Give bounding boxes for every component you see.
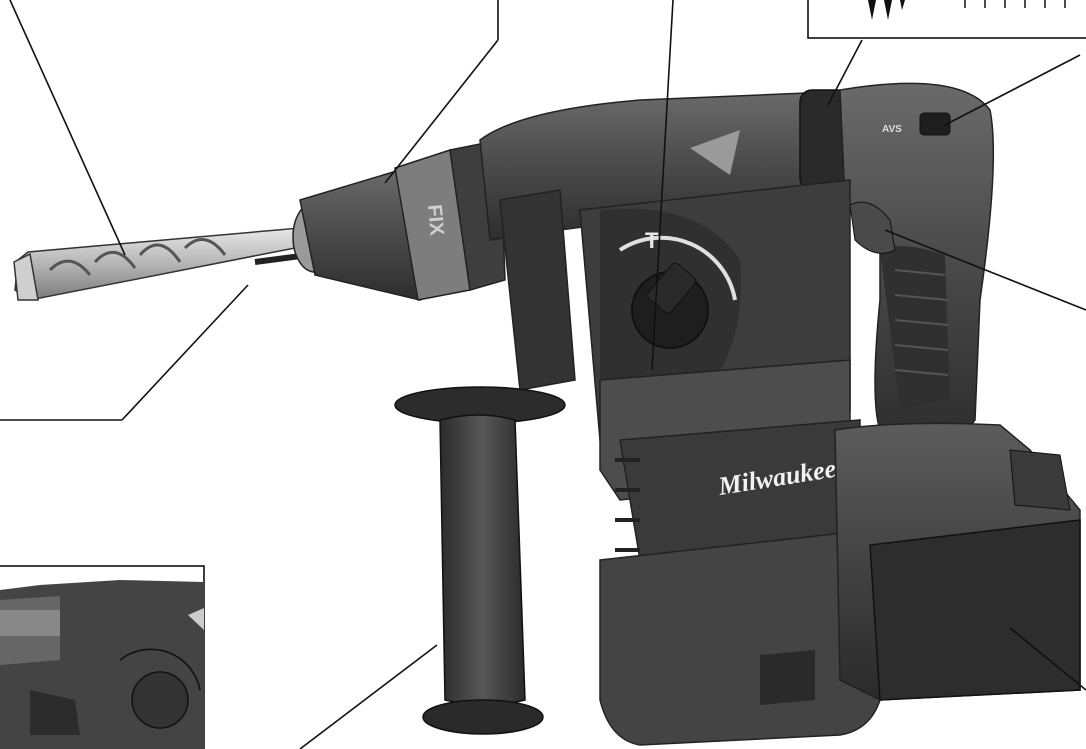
battery-body <box>869 519 1081 701</box>
leader-collar <box>827 39 863 106</box>
leader-mode-selector <box>651 0 674 371</box>
depth-stop-icon <box>868 0 905 20</box>
trigger <box>849 201 896 254</box>
chuck-lock-label: FIX <box>423 204 448 238</box>
leader-depth-rod <box>121 284 249 421</box>
inset-arrow-icon <box>188 608 204 630</box>
leader-drill-bit <box>9 0 126 256</box>
handle-grip <box>880 246 950 410</box>
main-body <box>479 89 866 241</box>
top-inset-box <box>807 0 1086 39</box>
mode-dial-arc <box>618 235 737 301</box>
scale-ticks <box>964 0 1066 8</box>
base <box>599 529 881 746</box>
avs-badge: AVS <box>882 124 902 135</box>
drill-bit <box>13 227 306 301</box>
battery-latch <box>1009 449 1071 511</box>
inset-detail-box <box>0 565 205 749</box>
fuel-gauge <box>760 650 815 705</box>
inset-collar <box>0 610 60 636</box>
leader-battery <box>1009 627 1086 691</box>
side-handle-end-cap <box>422 699 544 735</box>
mode-lock-button <box>919 112 951 136</box>
side-handle-clamp <box>499 189 576 391</box>
rear-handle: AVS <box>839 82 995 441</box>
leader-side-handle <box>299 644 438 749</box>
leader-trigger <box>884 229 1086 311</box>
inset-mode-knob <box>131 671 189 729</box>
chuck: FIX <box>292 139 506 301</box>
lower-housing: Milwaukee <box>599 359 861 561</box>
inset-dial-arc <box>119 648 201 691</box>
leader-lock-button <box>944 54 1081 126</box>
mode-label: T <box>645 228 659 253</box>
inset-lever <box>30 690 80 735</box>
bit-tip <box>13 252 39 301</box>
leader-chuck-b <box>384 39 499 184</box>
battery-pack <box>834 422 1081 701</box>
direction-arrow-icon <box>690 130 740 175</box>
side-handle <box>394 189 576 735</box>
side-handle-grip <box>439 414 526 706</box>
